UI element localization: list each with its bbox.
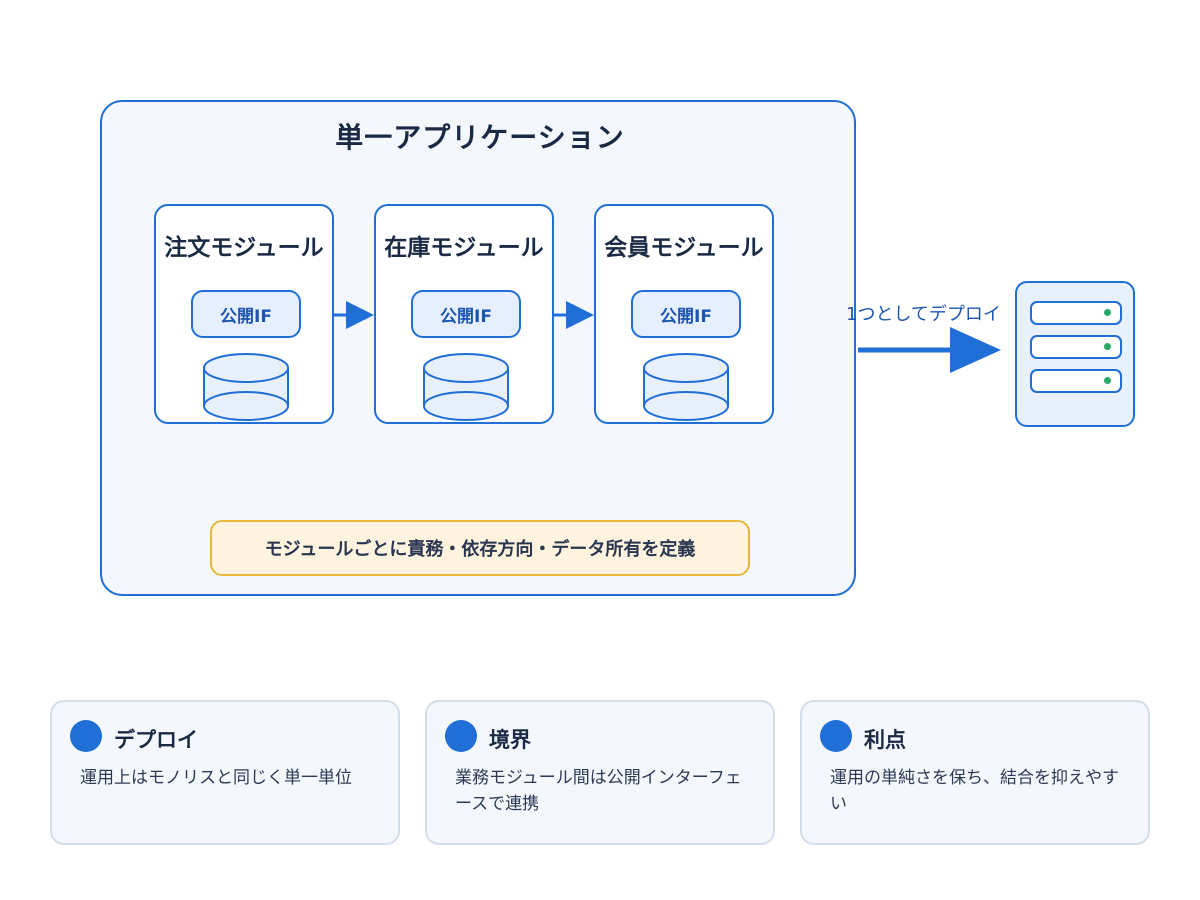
module-order: 注文モジュール 公開IF [154, 204, 334, 424]
card-text: 運用上はモノリスと同じく単一単位 [80, 768, 352, 788]
database-icon [423, 353, 509, 421]
arrow-right-icon [334, 301, 374, 329]
server-slot [1030, 369, 1122, 393]
server-icon [1015, 281, 1135, 427]
module-title: 注文モジュール [164, 235, 324, 261]
card-title: デプロイ [114, 728, 198, 752]
bullet-dot-icon [70, 720, 102, 752]
database-icon [643, 353, 729, 421]
deploy-arrow-icon [858, 327, 1001, 373]
card-deploy: デプロイ 運用上はモノリスと同じく単一単位 [50, 700, 400, 845]
card-boundary: 境界 業務モジュール間は公開インターフェースで連携 [425, 700, 775, 845]
module-title: 会員モジュール [604, 235, 764, 261]
bullet-dot-icon [820, 720, 852, 752]
card-title: 利点 [864, 728, 906, 752]
card-text: 運用の単純さを保ち、結合を抑えやすい [830, 768, 1119, 814]
status-led-icon [1104, 343, 1111, 350]
server-slot [1030, 335, 1122, 359]
public-interface-badge: 公開IF [631, 290, 741, 338]
public-interface-badge: 公開IF [411, 290, 521, 338]
status-led-icon [1104, 377, 1111, 384]
card-title: 境界 [489, 728, 531, 752]
ownership-note: モジュールごとに責務・依存方向・データ所有を定義 [210, 520, 750, 576]
module-member: 会員モジュール 公開IF [594, 204, 774, 424]
status-led-icon [1104, 309, 1111, 316]
card-text: 業務モジュール間は公開インターフェースで連携 [455, 768, 742, 814]
public-interface-badge: 公開IF [191, 290, 301, 338]
application-title: 単一アプリケーション [335, 121, 625, 154]
bullet-dot-icon [445, 720, 477, 752]
arrow-right-icon [554, 301, 594, 329]
module-title: 在庫モジュール [384, 235, 544, 261]
card-benefit: 利点 運用の単純さを保ち、結合を抑えやすい [800, 700, 1150, 845]
module-inventory: 在庫モジュール 公開IF [374, 204, 554, 424]
server-slot [1030, 301, 1122, 325]
deploy-label: 1つとしてデプロイ [846, 304, 1001, 325]
database-icon [203, 353, 289, 421]
